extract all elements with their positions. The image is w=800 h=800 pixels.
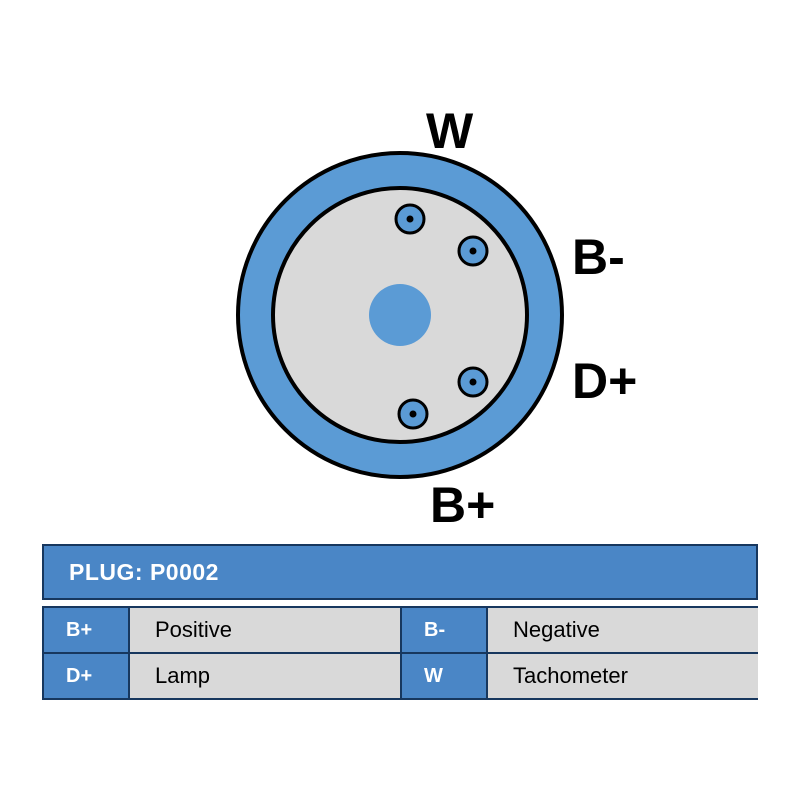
terminal-upper-right xyxy=(457,235,489,267)
terminal-lower-right xyxy=(457,366,489,398)
plug-center-hole xyxy=(369,284,431,346)
terminal-label-b-minus: B- xyxy=(572,229,625,285)
pin-desc-cell-lamp: Lamp xyxy=(130,654,400,698)
terminal-bottom-dot xyxy=(409,410,417,418)
pin-desc-cell-tachometer: Tachometer xyxy=(488,654,758,698)
terminal-top xyxy=(394,203,426,235)
terminal-lower-right-dot xyxy=(469,378,477,386)
pin-desc-cell-negative: Negative xyxy=(488,608,758,652)
pin-desc-cell-positive: Positive xyxy=(130,608,400,652)
terminal-label-w: W xyxy=(426,103,474,159)
pin-key-cell-b-plus: B+ xyxy=(44,608,128,652)
terminal-label-b-plus: B+ xyxy=(430,477,496,533)
table-body: B+ Positive B- Negative D+ Lamp W Tachom… xyxy=(42,606,758,700)
terminal-top-dot xyxy=(406,215,414,223)
table-header-plug-id: PLUG: P0002 xyxy=(42,544,758,600)
pinout-table: PLUG: P0002 B+ Positive B- Negative D+ L… xyxy=(42,544,758,700)
pin-key-cell-b-minus: B- xyxy=(402,608,486,652)
plug-connector-drawing xyxy=(236,151,564,479)
pin-key-cell-w: W xyxy=(402,654,486,698)
terminal-upper-right-dot xyxy=(469,247,477,255)
terminal-bottom xyxy=(397,398,429,430)
terminal-label-d-plus: D+ xyxy=(572,353,638,409)
pin-key-cell-d-plus: D+ xyxy=(44,654,128,698)
